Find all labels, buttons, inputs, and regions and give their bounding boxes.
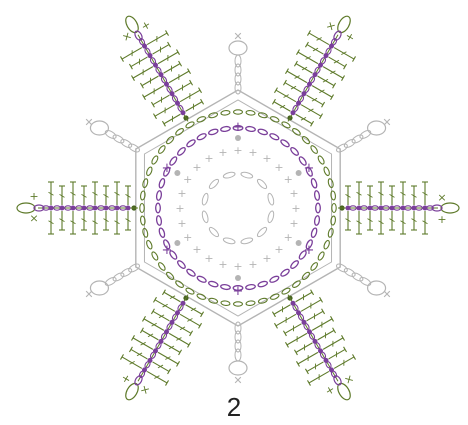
svg-text:+: + [342,30,358,44]
svg-text:×: × [323,19,339,33]
svg-text:+: + [262,252,271,265]
svg-text:+: + [138,18,154,32]
svg-text:+: + [29,190,38,203]
svg-text:+: + [233,260,242,273]
svg-text:+: + [192,243,201,256]
arm-1: ×+ [17,182,138,234]
arm-4: ×+ [338,182,459,234]
svg-text:+: + [175,202,184,215]
svg-text:+: + [162,161,173,176]
gray-inner-stitches: ++++++++++++++++++++++++ [174,135,301,281]
svg-text:×: × [437,191,446,204]
svg-text:+: + [289,217,298,230]
svg-text:✕: ✕ [233,30,242,43]
svg-text:+: + [233,120,244,135]
svg-text:+: + [437,213,446,226]
svg-text:+: + [233,144,242,157]
svg-text:+: + [274,243,283,256]
svg-text:+: + [162,243,173,258]
svg-text:+: + [233,284,244,299]
svg-text:+: + [289,187,298,200]
svg-text:+: + [284,173,293,186]
page-number: 2 [0,392,468,422]
svg-text:×: × [29,212,38,225]
svg-text:+: + [218,258,227,271]
svg-text:+: + [118,372,134,386]
svg-text:+: + [177,217,186,230]
svg-text:✕: ✕ [382,116,391,129]
svg-text:✕: ✕ [382,288,391,301]
svg-text:+: + [262,152,271,165]
svg-text:+: + [274,161,283,174]
svg-text:✕: ✕ [84,288,93,301]
svg-text:✕: ✕ [84,116,93,129]
svg-text:+: + [291,202,300,215]
svg-text:+: + [248,146,257,159]
svg-text:+: + [248,258,257,271]
svg-text:+: + [304,243,315,258]
svg-text:+: + [204,152,213,165]
svg-text:+: + [177,187,186,200]
svg-text:+: + [192,161,201,174]
svg-text:+: + [183,231,192,244]
svg-text:+: + [304,161,315,176]
svg-text:+: + [218,146,227,159]
svg-text:+: + [284,231,293,244]
svg-text:+: + [204,252,213,265]
svg-text:✕: ✕ [233,374,242,387]
svg-text:+: + [183,173,192,186]
